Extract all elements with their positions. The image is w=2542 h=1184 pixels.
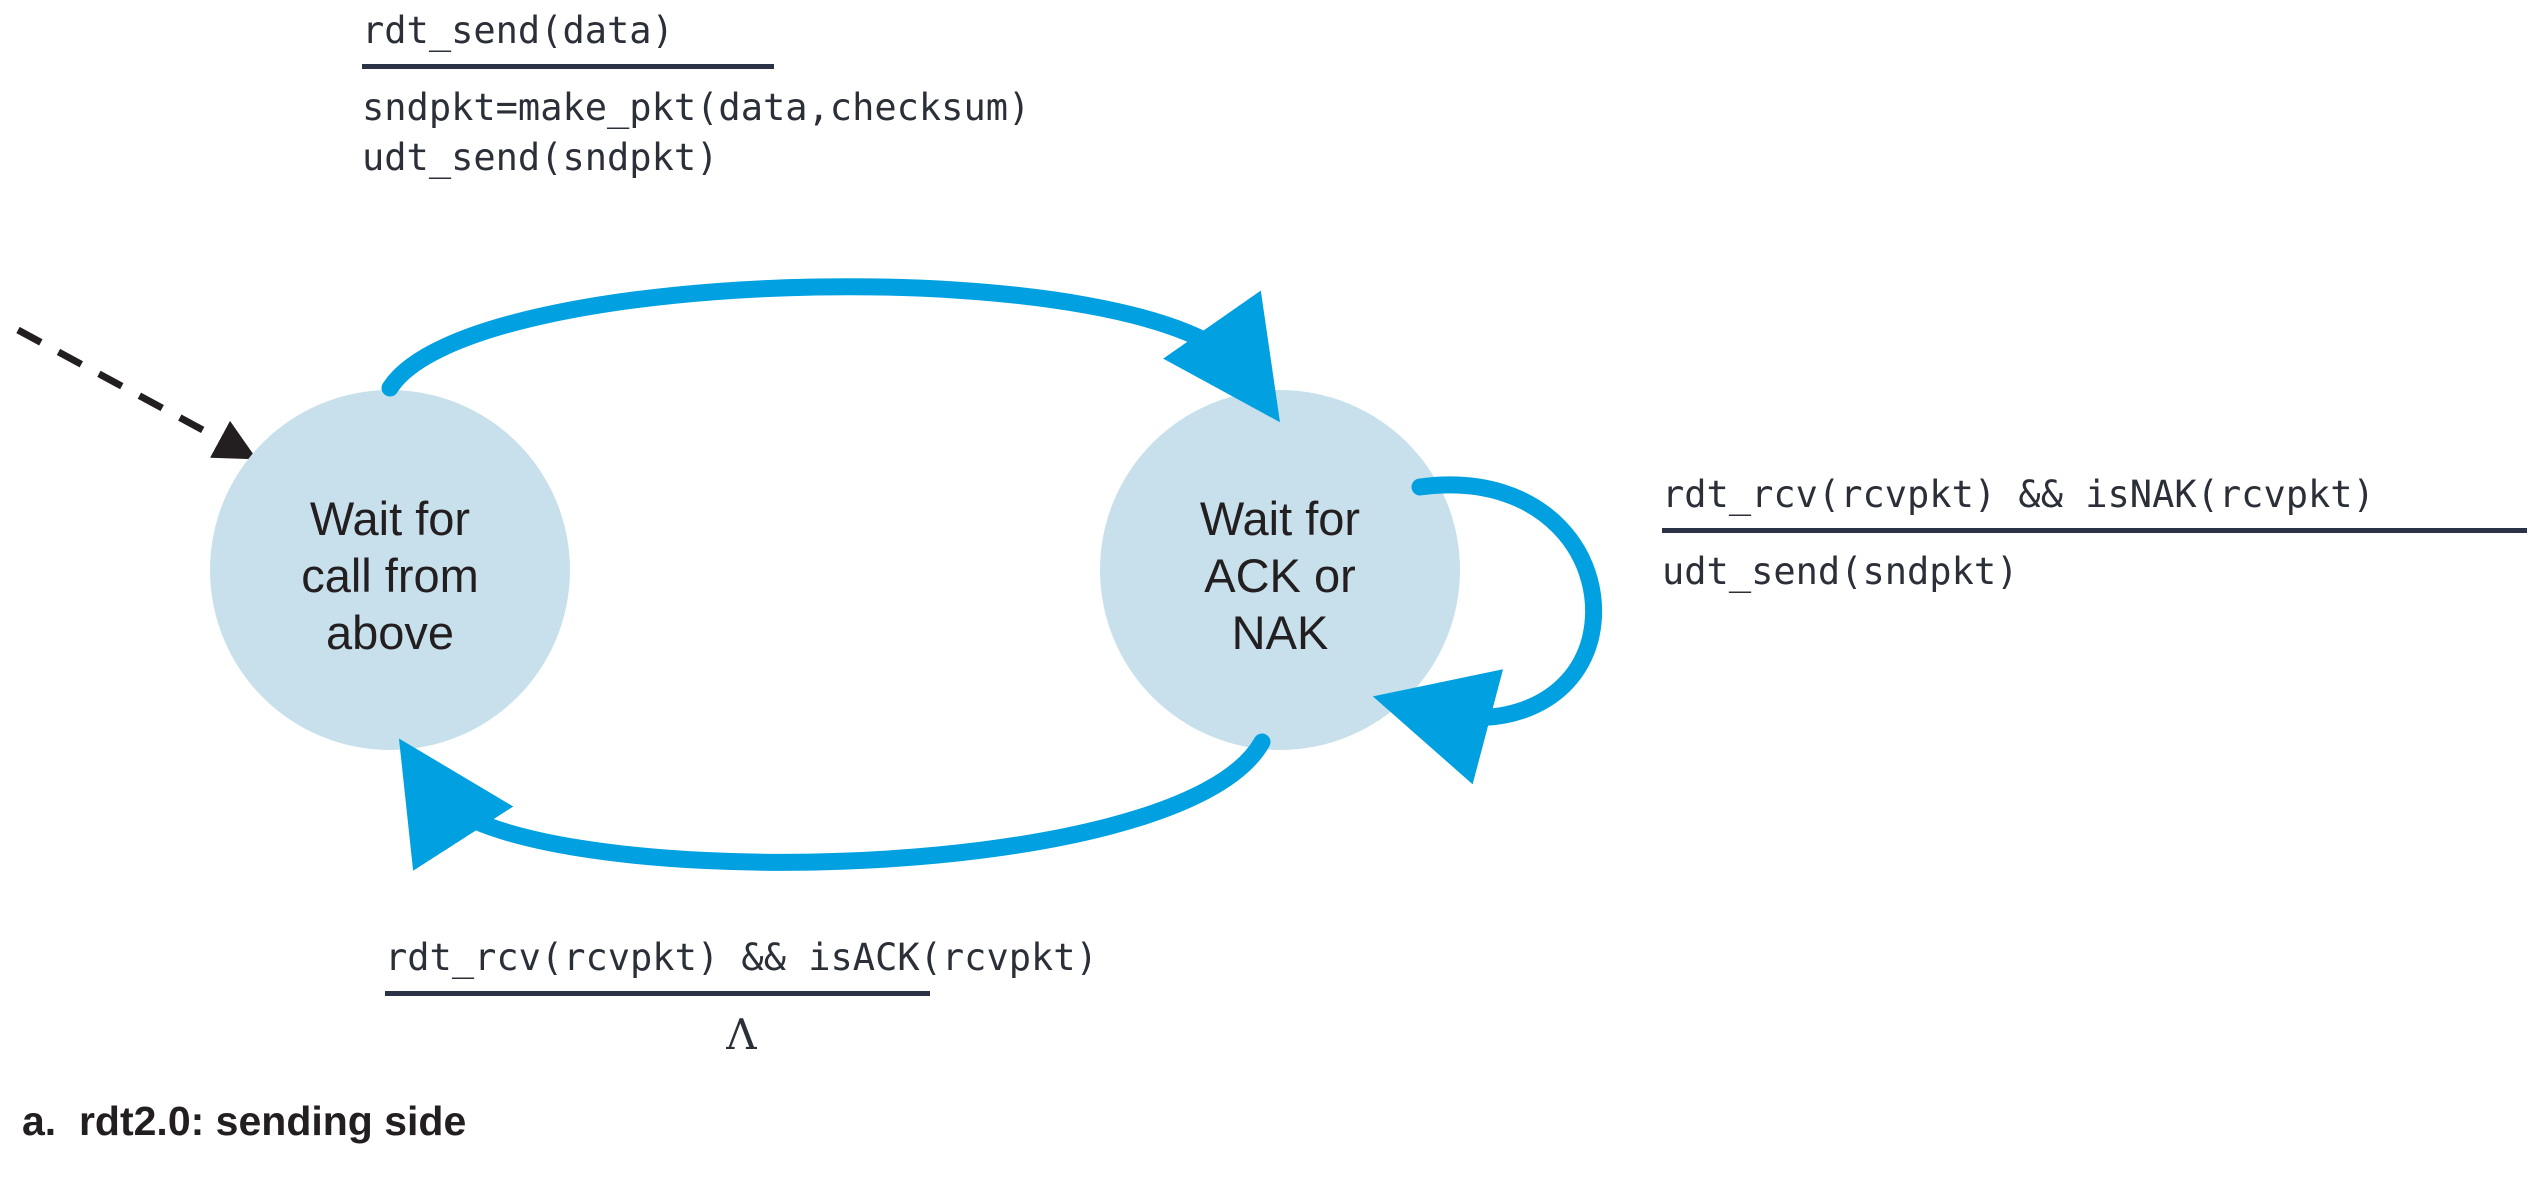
state-label-wait-for-ack-or-nak: Wait for ACK or NAK (1120, 490, 1440, 661)
initial-state-arrow (16, 326, 257, 460)
state-circle-wait-for-ack-or-nak (1100, 390, 1460, 750)
transition-top-condition: rdt_send(data) (362, 9, 674, 52)
state-left-line-2: call from (301, 549, 479, 602)
transition-arc-self-loop (1372, 476, 1603, 785)
transition-self-loop-action-1: udt_send(sndpkt) (1662, 550, 2019, 593)
transition-label-self-loop: rdt_rcv(rcvpkt) && isNAK(rcvpkt) udt_sen… (1662, 472, 2527, 597)
transition-bottom-condition: rdt_rcv(rcvpkt) && isACK(rcvpkt) (385, 936, 1098, 979)
state-left-line-1: Wait for (309, 492, 471, 545)
state-left-line-3: above (325, 606, 455, 659)
transition-top-action-2: udt_send(sndpkt) (362, 136, 719, 179)
transition-self-loop-divider (1662, 528, 2527, 533)
transition-arc-top (381, 278, 1281, 423)
transition-arc-bottom (398, 733, 1271, 871)
state-right-line-1: Wait for (1199, 492, 1361, 545)
state-circle-wait-for-call-from-above (210, 390, 570, 750)
state-label-wait-for-call-from-above: Wait for call from above (230, 490, 550, 661)
figure-caption: a. rdt2.0: sending side (22, 1098, 467, 1144)
transition-bottom-action-lambda: Λ (726, 1010, 757, 1059)
state-right-line-3: NAK (1231, 606, 1329, 659)
transition-bottom-divider (385, 991, 930, 996)
transition-top-action-1: sndpkt=make_pkt(data,checksum) (362, 86, 1031, 129)
state-right-line-2: ACK or (1204, 549, 1356, 602)
transition-self-loop-condition: rdt_rcv(rcvpkt) && isNAK(rcvpkt) (1662, 473, 2375, 516)
transition-top-divider (362, 64, 774, 69)
transition-label-bottom: rdt_rcv(rcvpkt) && isACK(rcvpkt) Λ (385, 935, 1098, 1059)
transition-label-top: rdt_send(data) sndpkt=make_pkt(data,chec… (362, 8, 1030, 183)
